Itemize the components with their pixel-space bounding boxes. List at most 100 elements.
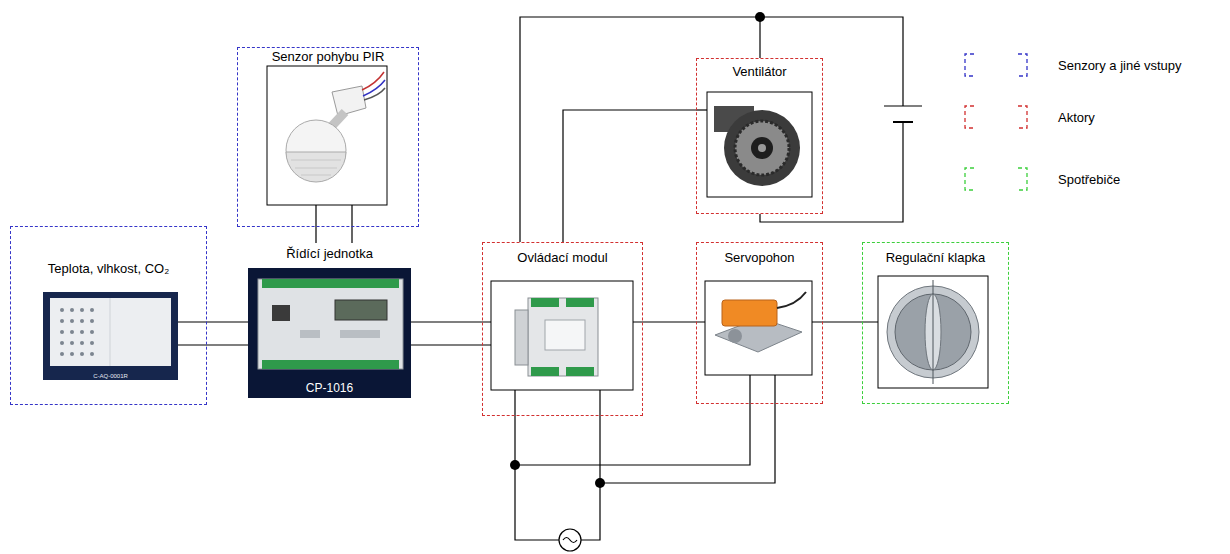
sensor-wire (362, 72, 384, 90)
signal-wire (411, 322, 482, 345)
ac-wire (515, 375, 750, 465)
module-front (545, 320, 585, 350)
fan-picture (707, 92, 812, 197)
picture-frame (491, 281, 633, 390)
signal-wire (316, 227, 352, 243)
actuator-box: Servopohon (696, 242, 823, 404)
signal-wire (643, 321, 696, 322)
sensor-wire (363, 80, 385, 96)
node-title: Servopohon (724, 250, 794, 266)
consumer-box: Regulační klapka (862, 242, 1009, 404)
device-label: CP-1016 (306, 381, 353, 396)
ethernet-port (272, 305, 290, 321)
wire-stub (633, 321, 878, 322)
vent-hole (90, 352, 94, 356)
button (300, 330, 320, 338)
signal-wire (823, 321, 862, 322)
sensor-mount (332, 86, 366, 116)
servo-picture (705, 281, 812, 375)
actuator-box: Ovládací modul (482, 242, 643, 416)
room-sensor-picture (43, 292, 178, 380)
vent-hole (60, 341, 64, 345)
terminal (566, 298, 594, 307)
picture-frame (267, 66, 387, 205)
vent-hole (90, 319, 94, 323)
terminal-strip (262, 360, 399, 369)
servo-clamp (728, 329, 742, 343)
vent-hole (60, 308, 64, 312)
signal-wire (563, 110, 696, 242)
legend-item: Aktory (963, 104, 1095, 130)
terminal (566, 367, 594, 376)
picture-frame (707, 92, 812, 197)
vent-hole (80, 352, 84, 356)
fan-motor (751, 137, 773, 159)
legend-label: Senzory a jiné vstupy (1058, 58, 1182, 73)
module-housing (528, 298, 598, 376)
wire-stubs (178, 110, 878, 345)
servo-cable (777, 292, 806, 308)
vent-holes (60, 308, 94, 356)
damper-picture (878, 276, 988, 388)
control-module-picture (491, 281, 633, 390)
legend-label: Aktory (1058, 110, 1095, 125)
damper-axle (933, 280, 934, 384)
legend-swatch-area (963, 104, 1029, 130)
display (335, 300, 387, 320)
vent-hole (70, 330, 74, 334)
pir-sensor-picture (267, 66, 387, 205)
ac-wire (600, 375, 775, 483)
wire-stub (178, 322, 207, 345)
vent-hole (80, 341, 84, 345)
legend-swatch-area (963, 166, 1029, 192)
fan-housing (724, 110, 800, 186)
vent-hole (70, 319, 74, 323)
wire-stub (482, 322, 491, 345)
node-title: Ovládací modul (517, 250, 607, 266)
legend-swatch (965, 106, 1027, 128)
signal-wire (207, 322, 248, 345)
sensor-lens (286, 152, 346, 182)
wire-stub (316, 205, 352, 227)
vent-hole (70, 352, 74, 356)
device-seam (110, 298, 111, 366)
servo-body (722, 300, 777, 326)
ac-tilde (563, 538, 577, 543)
control-unit-box: Řídící jednotkaCP-1016 (248, 243, 411, 398)
picture-frame (878, 276, 988, 388)
node-title: Řídící jednotka (286, 246, 373, 262)
sensor-group-box: Senzor pohybu PIR (237, 47, 419, 227)
vent-hole (80, 319, 84, 323)
vent-hole (70, 341, 74, 345)
node-title: Regulační klapka (886, 250, 986, 266)
device-frame (43, 292, 178, 380)
vent-hole (90, 341, 94, 345)
dc-wire (759, 17, 760, 58)
legend-swatch (965, 54, 1027, 76)
actuator-box: Ventilátor (696, 58, 823, 214)
terminal-strip (262, 279, 399, 288)
fan-wheel (735, 121, 789, 175)
node-title: Senzor pohybu PIR (272, 49, 385, 65)
battery-plate (884, 105, 922, 106)
dc-wire (520, 17, 903, 242)
legend-item: Spotřebiče (963, 166, 1120, 192)
wire-stub (696, 109, 707, 110)
button (340, 330, 380, 338)
fan-hub (758, 144, 766, 152)
junction-dot (755, 12, 765, 22)
vent-hole (80, 330, 84, 334)
junction-dot (510, 460, 520, 470)
node-title: Teplota, vlhkost, CO₂ (48, 261, 169, 277)
vent-hole (90, 330, 94, 334)
battery-plate (893, 121, 913, 123)
controller-picture (248, 268, 411, 398)
terminal (531, 367, 559, 376)
module-side (515, 310, 528, 365)
controller-panel (248, 268, 411, 398)
lens-ribs (291, 160, 341, 175)
vent-hole (70, 308, 74, 312)
power-wiring (515, 17, 922, 551)
